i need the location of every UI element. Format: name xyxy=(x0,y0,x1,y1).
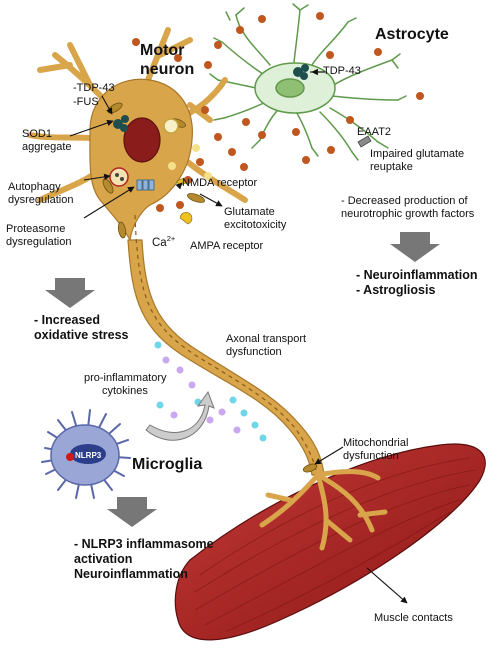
neurotrophic-label-line-1: - Decreased production of xyxy=(341,195,468,207)
astrocyte-outcome: - Neuroinflammation - Astrogliosis xyxy=(356,268,478,298)
cytokines-label: pro-inflammatory cytokines xyxy=(84,372,167,398)
sod1-label-line-1: SOD1 xyxy=(22,128,52,140)
motor-neuron-title-line-1: Motor xyxy=(140,42,185,59)
microglia-cell xyxy=(41,409,131,499)
stress-outcome-line-2: oxidative stress xyxy=(34,328,129,342)
eaat2-label: EAAT2 xyxy=(357,126,392,138)
autophagosome-icon xyxy=(109,167,129,187)
cytokine-dots xyxy=(154,341,267,442)
tdp43-fus-aggregate-icon xyxy=(113,115,129,132)
axonal-transport-path xyxy=(134,214,317,471)
proteasome-label-line-1: Proteasome xyxy=(6,223,66,235)
nlrp3-label: NLRP3 xyxy=(75,451,102,460)
calcium-label-base: Ca xyxy=(152,236,167,249)
reuptake-label-line-2: reuptake xyxy=(370,161,413,173)
oxidative-stress-outcome: - Increased oxidative stress xyxy=(34,313,129,343)
autophagy-label: Autophagy dysregulation xyxy=(8,181,73,207)
neurotrophic-label-line-2: neurotrophic growth factors xyxy=(341,208,475,220)
microglia-title: Microglia xyxy=(132,456,203,473)
microglia-outcome: - NLRP3 inflammasome activation Neuroinf… xyxy=(74,537,214,582)
microglia-outcome-line-2: activation xyxy=(74,552,133,566)
sod1-label-line-2: aggregate xyxy=(22,141,72,153)
muscle-contacts-label: Muscle contacts xyxy=(374,612,453,624)
proteasome-icon xyxy=(136,179,155,191)
proteasome-label: Proteasome dysregulation xyxy=(6,223,71,249)
astro-outcome-line-1: - Neuroinflammation xyxy=(356,268,478,282)
cytokines-label-line-1: pro-inflammatory xyxy=(84,372,167,384)
microglia-outcome-line-1: - NLRP3 inflammasome xyxy=(74,537,214,551)
autophagy-label-line-1: Autophagy xyxy=(8,181,61,193)
glutamate-dots xyxy=(132,12,424,212)
motor-neuron-title: Motor neuron xyxy=(140,41,194,79)
pointer-arrows xyxy=(69,68,408,604)
tdp43-astrocyte-aggregate-icon xyxy=(293,64,309,80)
astrocyte-cell xyxy=(209,3,407,161)
calcium-label: Ca2+ xyxy=(152,232,175,250)
curved-feedback-arrow xyxy=(145,390,215,441)
astrocyte-title: Astrocyte xyxy=(375,26,449,43)
glutamate-label-line-1: Glutamate xyxy=(224,206,275,218)
calcium-dots xyxy=(168,144,212,180)
microglia-outcome-line-3: Neuroinflammation xyxy=(74,567,188,581)
astro-outcome-line-2: - Astrogliosis xyxy=(356,283,436,297)
reuptake-label-line-1: Impaired glutamate xyxy=(370,148,465,160)
cytokines-label-line-2: cytokines xyxy=(102,385,148,397)
calcium-label-sup: 2+ xyxy=(166,234,176,243)
mito-label-line-1: Mitochondrial xyxy=(343,437,409,449)
mito-label-line-2: dysfunction xyxy=(343,450,399,462)
block-arrows xyxy=(45,232,440,527)
axonal-label-line-2: dysfunction xyxy=(226,346,282,358)
axonal-label-line-1: Axonal transport xyxy=(226,333,307,345)
sod1-label: SOD1 aggregate xyxy=(22,128,72,154)
mitochondrial-dysfunction-label: Mitochondrial dysfunction xyxy=(343,437,408,463)
tdp43-astrocyte-label: TDP-43 xyxy=(323,65,361,77)
tdp43-neuron-label: -TDP-43 xyxy=(73,82,115,94)
autophagy-label-line-2: dysregulation xyxy=(8,194,74,206)
glutamate-label-line-2: excitotoxicity xyxy=(224,219,287,231)
motor-neuron-title-line-2: neuron xyxy=(140,61,195,78)
glutamate-excitotoxicity-label: Glutamate excitotoxicity xyxy=(224,206,286,232)
impaired-reuptake-label: Impaired glutamate reuptake xyxy=(370,148,464,174)
ampa-receptor-label: AMPA receptor xyxy=(190,240,264,252)
axon-terminals xyxy=(259,469,388,551)
nmda-receptor-label: NMDA receptor xyxy=(182,177,258,189)
fus-label: -FUS xyxy=(73,96,99,108)
neurotrophic-label: - Decreased production of neurotrophic g… xyxy=(341,195,474,221)
stress-outcome-line-1: - Increased xyxy=(34,313,101,327)
eaat2-transporter-icon xyxy=(357,135,372,148)
proteasome-label-line-2: dysregulation xyxy=(6,236,72,248)
vesicle-icon xyxy=(163,118,179,134)
axonal-transport-label: Axonal transport dysfunction xyxy=(226,333,306,359)
